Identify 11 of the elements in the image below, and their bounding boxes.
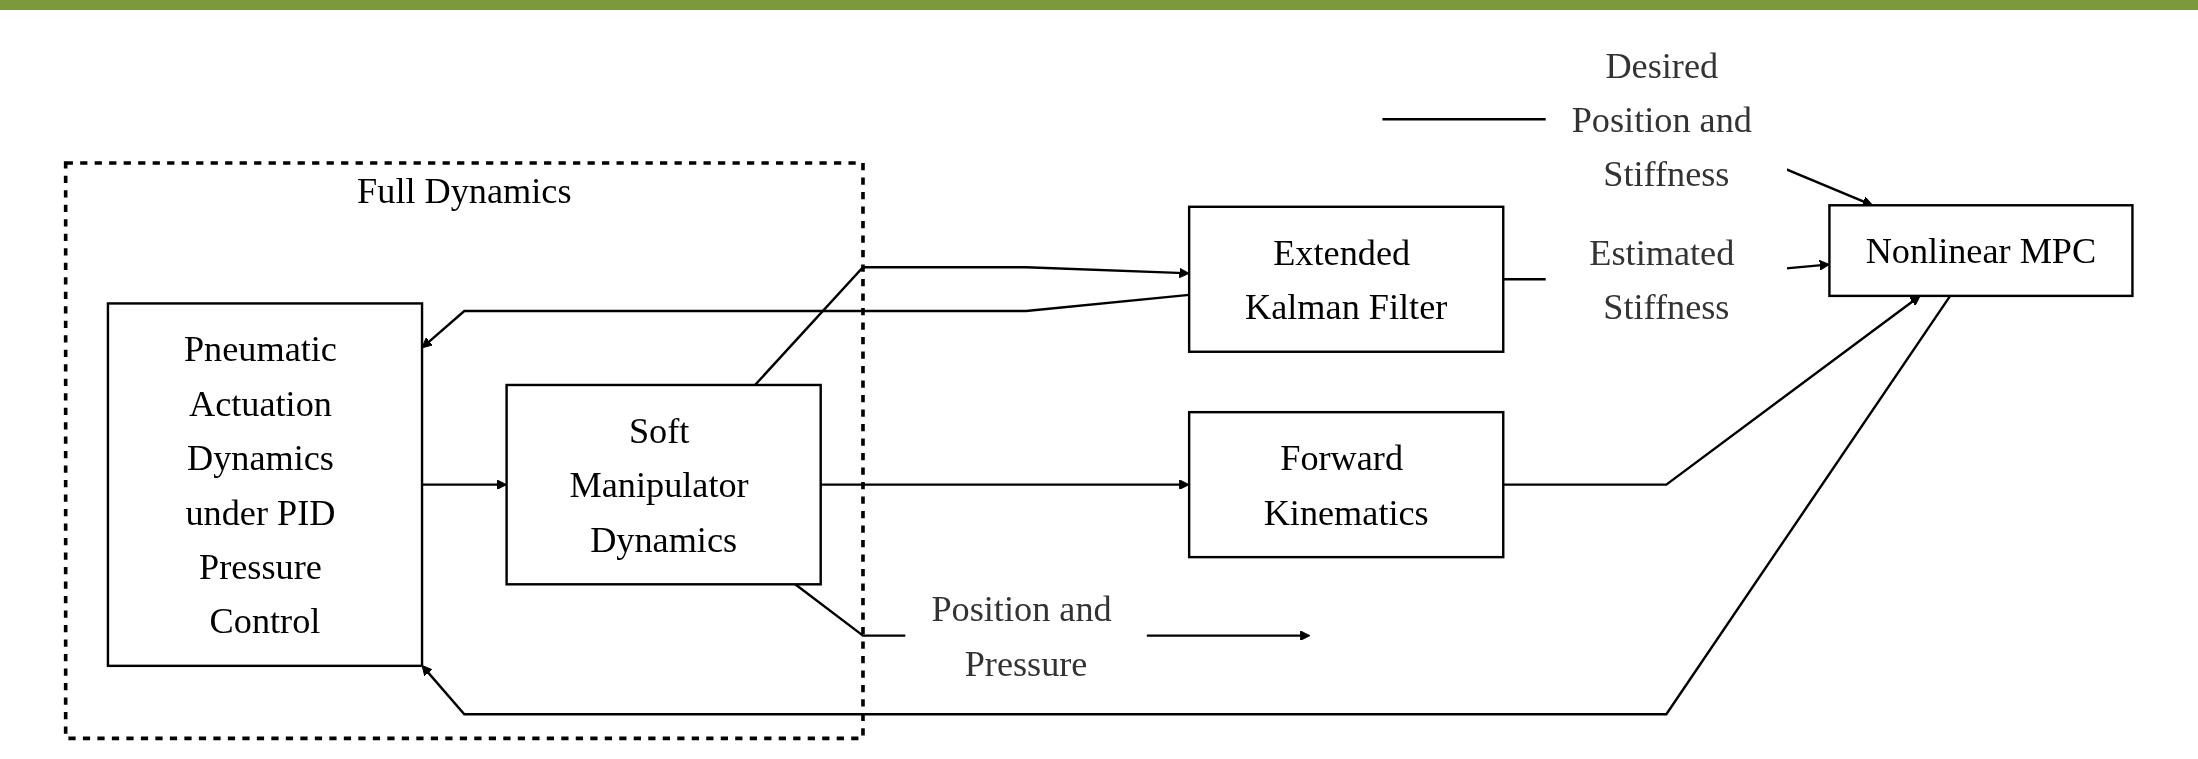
node-box: Pneumatic Actuation Dynamics under PID Pressure Control	[106, 301, 424, 667]
edge-label: Estimated Stiffness	[1589, 231, 1735, 326]
arrow	[820, 478, 1190, 490]
edge-label: Position and Pressure	[931, 588, 1112, 683]
node-box: Forward Kinematics	[1187, 410, 1505, 558]
node-box: Soft Manipulator Dynamics	[505, 383, 822, 585]
arrow	[421, 294, 1952, 715]
arrow	[421, 293, 1190, 348]
edge-label: Desired Position and Stiffness	[1571, 44, 1752, 193]
node-box: Nonlinear MPC	[1828, 203, 2134, 297]
node-box: Extended Kalman Filter	[1187, 205, 1505, 353]
